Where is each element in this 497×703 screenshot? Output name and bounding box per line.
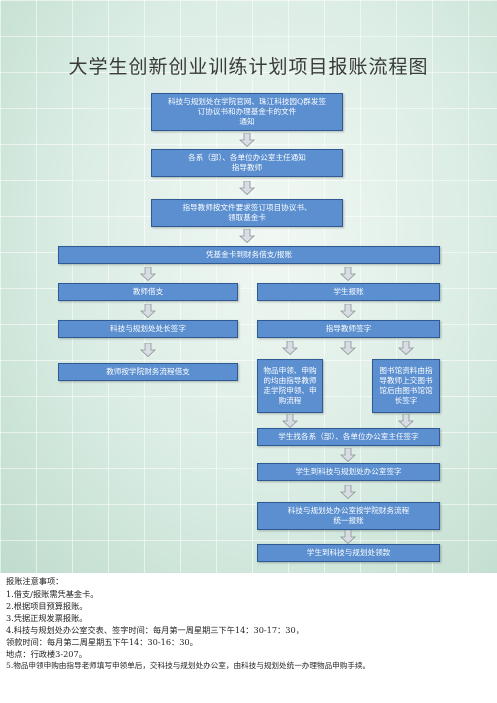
step-unified-reimburse: 科技与规划处办公室按学院财务流程 统一报账: [257, 502, 440, 530]
arrow-down-icon: [140, 267, 156, 281]
step-teacher-borrow: 教师借支: [58, 283, 238, 301]
arrow-down-icon: [239, 133, 255, 147]
arrow-down-icon: [340, 267, 356, 281]
step-student-reimburse: 学生报账: [257, 283, 440, 301]
step-dept-office-sign: 学生找各系（部）、各单位办公室主任签字: [257, 428, 440, 446]
step-item-purchase: 物品申领、申购 的均由指导教师 走学院申领、申 购流程: [257, 359, 323, 413]
step-sign-agreement: 指导教师按文件要求签订项目协议书、 领取基金卡: [151, 199, 343, 227]
arrow-down-icon: [239, 181, 255, 195]
step-planning-office-sign: 学生到科技与规划处办公室签字: [257, 463, 440, 481]
note-item: 地点：行政楼3-207。: [6, 649, 87, 659]
step-collect-payment: 学生到科技与规划处领款: [257, 544, 440, 562]
arrow-down-icon: [282, 414, 298, 428]
arrow-down-icon: [398, 341, 414, 355]
notes-heading: 报账注意事项：: [6, 576, 64, 586]
arrow-down-icon: [340, 485, 356, 499]
arrow-down-icon: [340, 530, 356, 544]
arrow-down-icon: [282, 341, 298, 355]
step-advisor-sign: 指导教师签字: [257, 320, 440, 338]
arrow-down-icon: [140, 343, 156, 357]
arrow-down-icon: [340, 304, 356, 318]
arrow-down-icon: [340, 341, 356, 355]
note-item: 2.根据项目预算报账。: [6, 601, 88, 611]
arrow-down-icon: [398, 414, 414, 428]
flowchart-canvas: 大学生创新创业训练计划项目报账流程图 科技与规划处在学院官网、珠江科技园Q群发签…: [0, 0, 497, 573]
arrow-down-icon: [140, 304, 156, 318]
arrow-down-icon: [239, 229, 255, 243]
step-publish-notice: 科技与规划处在学院官网、珠江科技园Q群发签 订协议书和办理基金卡的文件 通知: [151, 93, 343, 131]
note-item: 领款时间：每月第二周星期五下午14：30-16：30。: [6, 637, 198, 647]
arrow-down-icon: [340, 448, 356, 462]
note-item: 3.凭据正规发票报账。: [6, 613, 88, 623]
step-teacher-finance-process: 教师按学院财务流程借支: [58, 363, 238, 381]
note-item: 5.物品申领申购由指导老师填写申领单后，交科技与规划处办公室，由科技与规划处统一…: [6, 661, 371, 670]
step-director-sign: 科技与规划处处长签字: [58, 320, 238, 338]
note-item: 4.科技与规划处办公室交表、签字时间：每月第一周星期三下午14：30-17：30…: [6, 625, 304, 635]
step-notify-advisor: 各系（部）、各单位办公室主任通知 指导教师: [151, 149, 343, 177]
notes-section: 报账注意事项： 1.借支/报账需凭基金卡。 2.根据项目预算报账。 3.凭据正规…: [0, 573, 497, 703]
page-title: 大学生创新创业训练计划项目报账流程图: [68, 56, 429, 78]
step-finance-reimburse: 凭基金卡到财务借支/报账: [58, 246, 440, 264]
note-item: 1.借支/报账需凭基金卡。: [6, 589, 99, 599]
step-library-materials: 图书馆资料由指 导教师上交图书 馆后由图书馆馆 长签字: [372, 359, 440, 413]
